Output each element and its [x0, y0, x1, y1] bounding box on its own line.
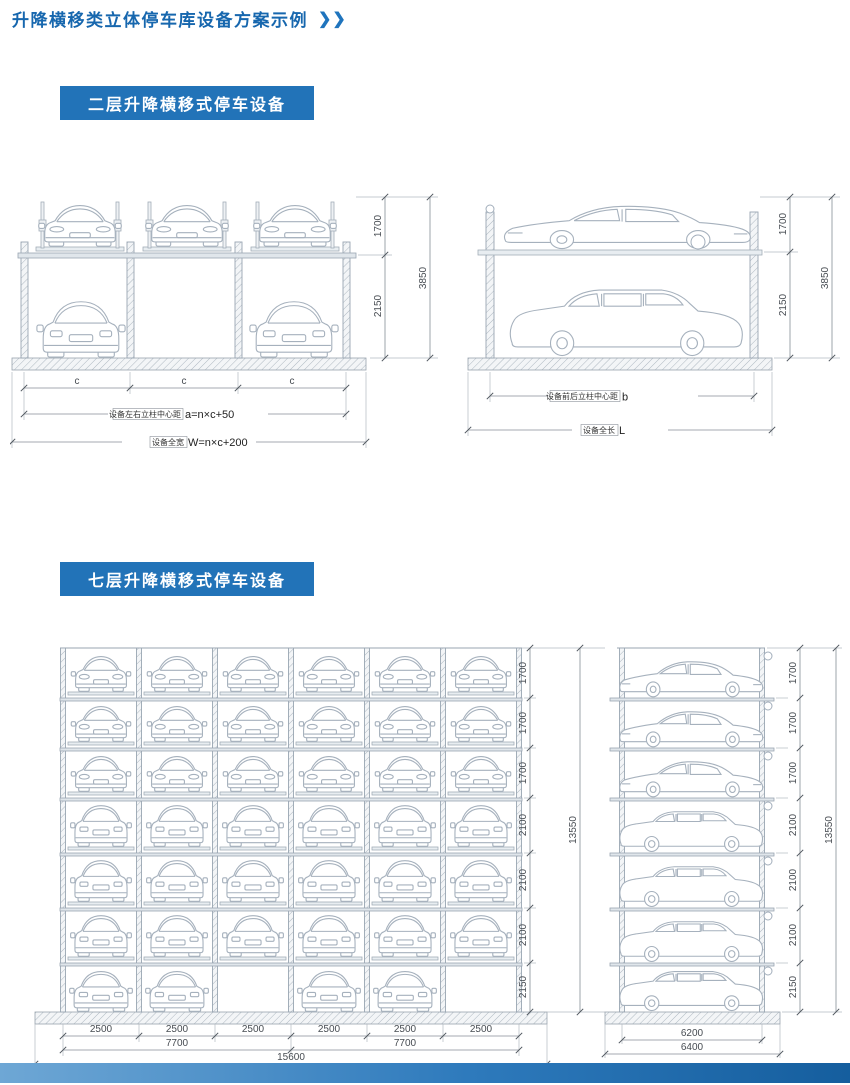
witness-lines: [11, 196, 438, 448]
dim-level-3: 1700: [788, 761, 799, 784]
dim-bay-c3: c: [290, 376, 295, 387]
dim-total-length-label: 设备全长: [583, 425, 615, 435]
dim-post-span-label: 设备左右立柱中心距: [109, 409, 181, 419]
dim-total-width: 15600: [277, 1052, 305, 1063]
dim-level-2: 1700: [518, 711, 529, 734]
dim-post-span-formula: a=n×c+50: [185, 409, 234, 421]
two-level-side-view: 1700 2150 3850 设备前后立柱中心距 b 设备全长 L: [460, 190, 850, 467]
mid-beam: [17, 252, 357, 259]
lift-rollers: [763, 651, 773, 976]
ground-slab: [11, 357, 367, 371]
double-chevron-icon: ❯❯: [318, 10, 347, 28]
dim-total-width-formula: W=n×c+200: [188, 437, 248, 449]
dim-bay-4: 2500: [318, 1024, 341, 1035]
dim-level-1: 1700: [518, 661, 529, 684]
dim-total-width-label: 设备全宽: [152, 437, 184, 447]
section1-heading-label: 二层升降横移式停车设备: [88, 97, 287, 114]
section2-heading-label: 七层升降横移式停车设备: [88, 573, 287, 590]
dim-upper-height: 1700: [778, 212, 789, 235]
car-icon: [38, 205, 122, 247]
car-icon: [509, 289, 744, 357]
dim-level-5: 2100: [788, 868, 799, 891]
car-icon: [249, 301, 339, 358]
dim-total-height: 3850: [820, 266, 831, 289]
dim-lower-height: 2150: [373, 294, 384, 317]
section2-heading: 七层升降横移式停车设备: [60, 562, 315, 596]
drive-roller-icon: [690, 234, 706, 250]
dim-inner-depth: 6200: [681, 1028, 704, 1039]
frame-posts: [60, 647, 522, 1013]
car-icon: [145, 205, 229, 247]
pallets: [67, 691, 515, 961]
dim-level-7: 2150: [518, 975, 529, 998]
dim-bay-1: 2500: [90, 1024, 113, 1035]
dim-upper-height: 1700: [373, 214, 384, 237]
dim-level-4: 2100: [788, 813, 799, 836]
cars-stack: [619, 661, 764, 1011]
upper-platform: [477, 249, 763, 256]
ground-slab: [34, 1011, 548, 1025]
upper-level-cars: [38, 205, 337, 247]
dim-level-5: 2100: [518, 868, 529, 891]
ground-level-cars: [36, 301, 339, 358]
dim-level-4: 2100: [518, 813, 529, 836]
dim-level-1: 1700: [788, 661, 799, 684]
dim-group-1: 7700: [166, 1038, 189, 1049]
dim-total-length-value: L: [619, 425, 625, 437]
page-header: 升降横移类立体停车库设备方案示例 ❯❯: [12, 6, 347, 31]
dim-level-3: 1700: [518, 761, 529, 784]
dim-total-height: 3850: [418, 266, 429, 289]
car-icon: [253, 205, 337, 247]
dim-bay-c1: c: [75, 376, 80, 387]
section1-heading: 二层升降横移式停车设备: [60, 86, 315, 120]
dim-bay-6: 2500: [470, 1024, 493, 1035]
car-icon: [36, 301, 126, 358]
pulley-icon: [485, 204, 495, 214]
dim-total-height: 13550: [568, 816, 579, 844]
dim-depth-span-label: 设备前后立柱中心距: [546, 391, 618, 401]
dim-depth-span-value: b: [622, 392, 628, 404]
two-level-front-view: 1700 2150 3850 c c c 设备左右立柱中心距 a=n×c+50 …: [8, 190, 450, 467]
seven-level-side-view: 1700 1700 1700 2100 2100 2100 2150 13550…: [600, 632, 850, 1085]
frame-posts: [20, 241, 351, 359]
dim-bay-2: 2500: [166, 1024, 189, 1035]
ground-slab: [467, 357, 773, 371]
dim-bay-3: 2500: [242, 1024, 265, 1035]
level-beams: [59, 697, 523, 967]
dim-level-2: 1700: [788, 711, 799, 734]
dim-level-6: 2100: [518, 923, 529, 946]
witness-lines: [467, 196, 840, 436]
dim-total-height: 13550: [824, 816, 835, 844]
dim-group-2: 7700: [394, 1038, 417, 1049]
dim-outer-depth: 6400: [681, 1042, 704, 1053]
dim-level-7: 2150: [788, 975, 799, 998]
footer-bar: [0, 1063, 850, 1083]
ground-slab: [604, 1011, 781, 1025]
upper-platforms: [35, 246, 340, 252]
dim-bay-5: 2500: [394, 1024, 417, 1035]
car-icon: [503, 205, 752, 250]
dim-lower-height: 2150: [778, 293, 789, 316]
dimension-lines: [605, 648, 837, 1055]
dim-level-6: 2100: [788, 923, 799, 946]
dim-bay-c2: c: [182, 376, 187, 387]
level-platforms: [609, 697, 775, 967]
seven-level-front-view: 1700 1700 1700 2100 2100 2100 2150 13550…: [20, 632, 610, 1085]
page-title: 升降横移类立体停车库设备方案示例: [12, 11, 308, 30]
